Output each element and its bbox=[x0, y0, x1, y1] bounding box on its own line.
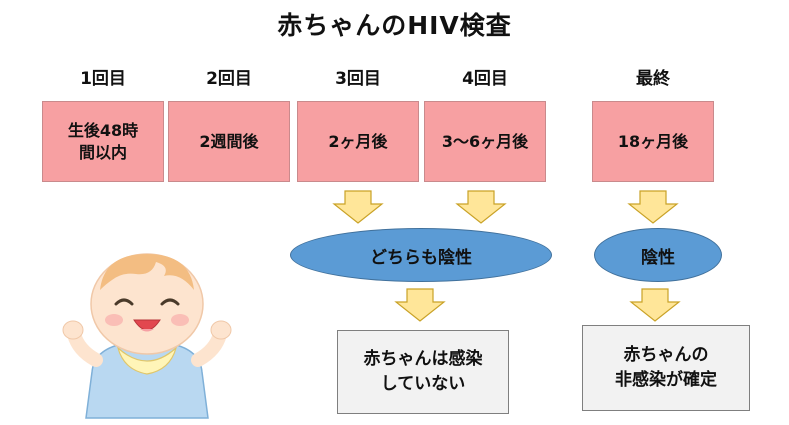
result-negative: 陰性 bbox=[594, 228, 722, 282]
step-label-final: 最終 bbox=[636, 69, 670, 89]
outcome-confirmed-text: 赤ちゃんの 非感染が確定 bbox=[615, 345, 717, 390]
result-negative-text: 陰性 bbox=[641, 247, 675, 268]
down-arrow-icon bbox=[627, 190, 679, 224]
step-box-2-text: 2週間後 bbox=[199, 131, 259, 151]
step-label-4: 4回目 bbox=[462, 69, 508, 89]
down-arrow-icon bbox=[455, 190, 507, 224]
step-box-1: 生後48時 間以内 bbox=[42, 101, 164, 182]
step-box-3: 2ヶ月後 bbox=[297, 101, 419, 182]
baby-illustration bbox=[62, 253, 232, 419]
step-box-final: 18ヶ月後 bbox=[592, 101, 714, 182]
diagram-title: 赤ちゃんのHIV検査 bbox=[277, 11, 512, 40]
outcome-not-infected: 赤ちゃんは感染 していない bbox=[337, 330, 509, 414]
step-box-3-text: 2ヶ月後 bbox=[328, 131, 388, 151]
step-label-3: 3回目 bbox=[335, 69, 381, 89]
down-arrow-icon bbox=[332, 190, 384, 224]
step-box-4-text: 3〜6ヶ月後 bbox=[441, 131, 529, 151]
step-box-1-text: 生後48時 間以内 bbox=[67, 120, 139, 162]
step-box-final-text: 18ヶ月後 bbox=[617, 131, 689, 151]
down-arrow-icon bbox=[394, 288, 446, 322]
outcome-confirmed: 赤ちゃんの 非感染が確定 bbox=[582, 325, 750, 411]
step-box-2: 2週間後 bbox=[168, 101, 290, 182]
down-arrow-icon bbox=[629, 288, 681, 322]
result-both-negative: どちらも陰性 bbox=[290, 228, 552, 282]
outcome-not-infected-text: 赤ちゃんは感染 していない bbox=[363, 349, 483, 394]
step-label-2: 2回目 bbox=[206, 69, 252, 89]
step-box-4: 3〜6ヶ月後 bbox=[424, 101, 546, 182]
result-both-negative-text: どちらも陰性 bbox=[370, 247, 472, 268]
step-label-1: 1回目 bbox=[80, 69, 126, 89]
